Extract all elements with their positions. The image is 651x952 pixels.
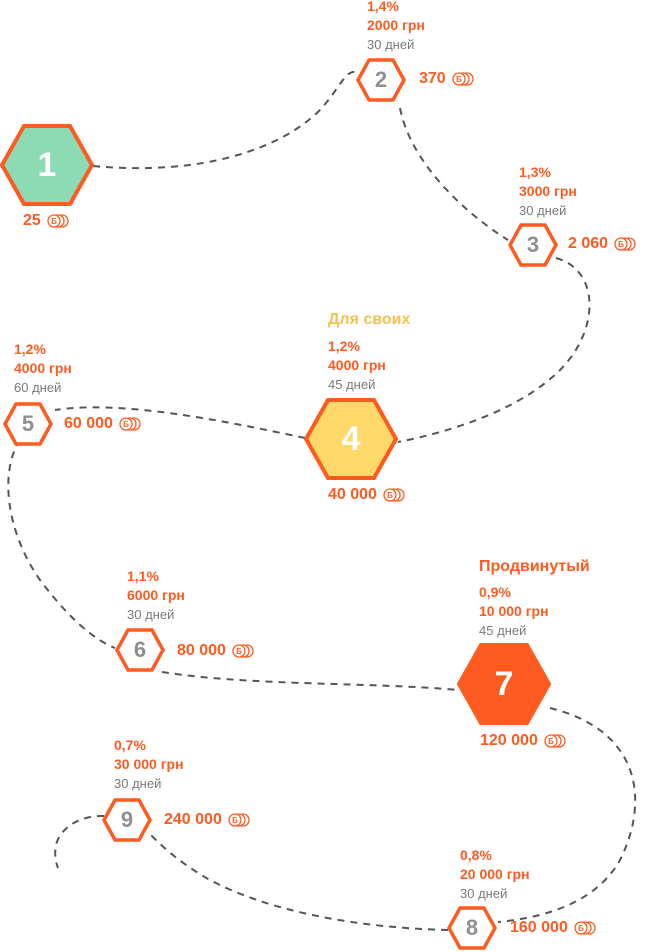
coin-stack-icon: Б <box>232 644 254 658</box>
reward-value: 2 060 <box>568 235 609 252</box>
term: 30 дней <box>460 886 508 901</box>
rate: 1,2% <box>14 341 46 357</box>
rate: 1,1% <box>127 568 159 584</box>
level-5-info: 1,2% 4000 грн 60 дней <box>14 340 72 397</box>
reward-value: 160 000 <box>510 919 568 936</box>
level-6-reward: 80 000 Б <box>177 642 254 660</box>
coin-stack-icon: Б <box>383 488 405 502</box>
rate: 1,4% <box>367 0 399 14</box>
level-9-reward: 240 000 Б <box>164 811 250 829</box>
level-3-info: 1,3% 3000 грн 30 дней <box>519 163 577 220</box>
rate: 1,3% <box>519 164 551 180</box>
level-number: 2 <box>374 67 388 92</box>
level-6-info: 1,1% 6000 грн 30 дней <box>127 567 185 624</box>
term: 30 дней <box>519 203 567 218</box>
reward-value: 120 000 <box>480 732 538 749</box>
limit-amount: 30 000 грн <box>114 756 184 772</box>
level-6-hex[interactable]: 6 <box>115 628 165 672</box>
level-4-reward: 40 000 Б <box>328 486 405 504</box>
svg-text:Б: Б <box>456 75 462 84</box>
level-7-tier-label: Продвинутый <box>479 558 590 575</box>
coin-stack-icon: Б <box>614 237 636 251</box>
hexagon-shape <box>0 124 95 206</box>
limit-amount: 4000 грн <box>14 360 72 376</box>
level-number: 9 <box>120 807 134 832</box>
level-2-hex[interactable]: 2 <box>356 58 406 102</box>
level-8-hex[interactable]: 8 <box>447 906 497 950</box>
reward-value: 80 000 <box>177 642 226 659</box>
reward-value: 240 000 <box>164 811 222 828</box>
level-4-tier-label: Для своих <box>328 311 411 328</box>
limit-amount: 20 000 грн <box>460 866 530 882</box>
level-8-info: 0,8% 20 000 грн 30 дней <box>460 846 530 903</box>
reward-value: 40 000 <box>328 486 377 503</box>
hexagon-shape <box>356 58 406 102</box>
limit-amount: 6000 грн <box>127 587 185 603</box>
level-2-info: 1,4% 2000 грн 30 дней <box>367 0 425 54</box>
hexagon-shape <box>508 223 558 267</box>
limit-amount: 2000 грн <box>367 17 425 33</box>
reward-value: 25 <box>23 212 41 229</box>
hexagon-shape <box>3 402 53 446</box>
level-number: 5 <box>21 411 35 436</box>
svg-text:Б: Б <box>548 737 554 746</box>
coin-stack-icon: Б <box>574 921 596 935</box>
hexagon-shape <box>447 906 497 950</box>
reward-value: 60 000 <box>64 415 113 432</box>
reward-value: 370 <box>419 70 446 87</box>
level-3-reward: 2 060 Б <box>568 235 636 253</box>
term: 30 дней <box>367 37 415 52</box>
rate: 1,2% <box>328 338 360 354</box>
level-7-hex[interactable]: 7 <box>456 643 552 725</box>
level-9-info: 0,7% 30 000 грн 30 дней <box>114 736 184 793</box>
limit-amount: 10 000 грн <box>479 603 549 619</box>
hexagon-shape <box>102 798 152 842</box>
term: 30 дней <box>127 607 175 622</box>
hexagon-shape <box>456 643 552 725</box>
term: 60 дней <box>14 380 62 395</box>
hexagon-shape <box>115 628 165 672</box>
level-3-hex[interactable]: 3 <box>508 223 558 267</box>
level-number: 4 <box>341 419 361 458</box>
svg-text:Б: Б <box>123 420 129 429</box>
rate: 0,7% <box>114 737 146 753</box>
coin-stack-icon: Б <box>119 417 141 431</box>
svg-text:Б: Б <box>387 491 393 500</box>
level-5-hex[interactable]: 5 <box>3 402 53 446</box>
level-7-info: 0,9% 10 000 грн 45 дней <box>479 583 549 640</box>
limit-amount: 3000 грн <box>519 183 577 199</box>
level-2-reward: 370 Б <box>419 70 474 88</box>
level-number: 6 <box>133 637 147 662</box>
coin-stack-icon: Б <box>228 813 250 827</box>
svg-text:Б: Б <box>51 217 57 226</box>
level-8-reward: 160 000 Б <box>510 919 596 937</box>
level-5-reward: 60 000 Б <box>64 415 141 433</box>
level-4-info: 1,2% 4000 грн 45 дней <box>328 337 386 394</box>
term: 45 дней <box>479 623 527 638</box>
level-1-reward: 25 Б <box>23 212 69 230</box>
level-number: 3 <box>526 232 540 257</box>
coin-stack-icon: Б <box>544 734 566 748</box>
rate: 0,8% <box>460 847 492 863</box>
limit-amount: 4000 грн <box>328 357 386 373</box>
level-7-reward: 120 000 Б <box>480 732 566 750</box>
svg-text:Б: Б <box>236 647 242 656</box>
term: 45 дней <box>328 377 376 392</box>
svg-text:Б: Б <box>618 240 624 249</box>
term: 30 дней <box>114 776 162 791</box>
level-number: 7 <box>494 664 514 703</box>
level-1-hex[interactable]: 1 <box>0 124 95 206</box>
svg-text:Б: Б <box>232 816 238 825</box>
level-number: 1 <box>37 145 57 184</box>
coin-stack-icon: Б <box>47 214 69 228</box>
level-9-hex[interactable]: 9 <box>102 798 152 842</box>
rate: 0,9% <box>479 584 511 600</box>
coin-stack-icon: Б <box>452 72 474 86</box>
svg-text:Б: Б <box>578 924 584 933</box>
hexagon-shape <box>303 398 399 480</box>
level-number: 8 <box>465 915 479 940</box>
level-4-hex[interactable]: 4 <box>303 398 399 480</box>
